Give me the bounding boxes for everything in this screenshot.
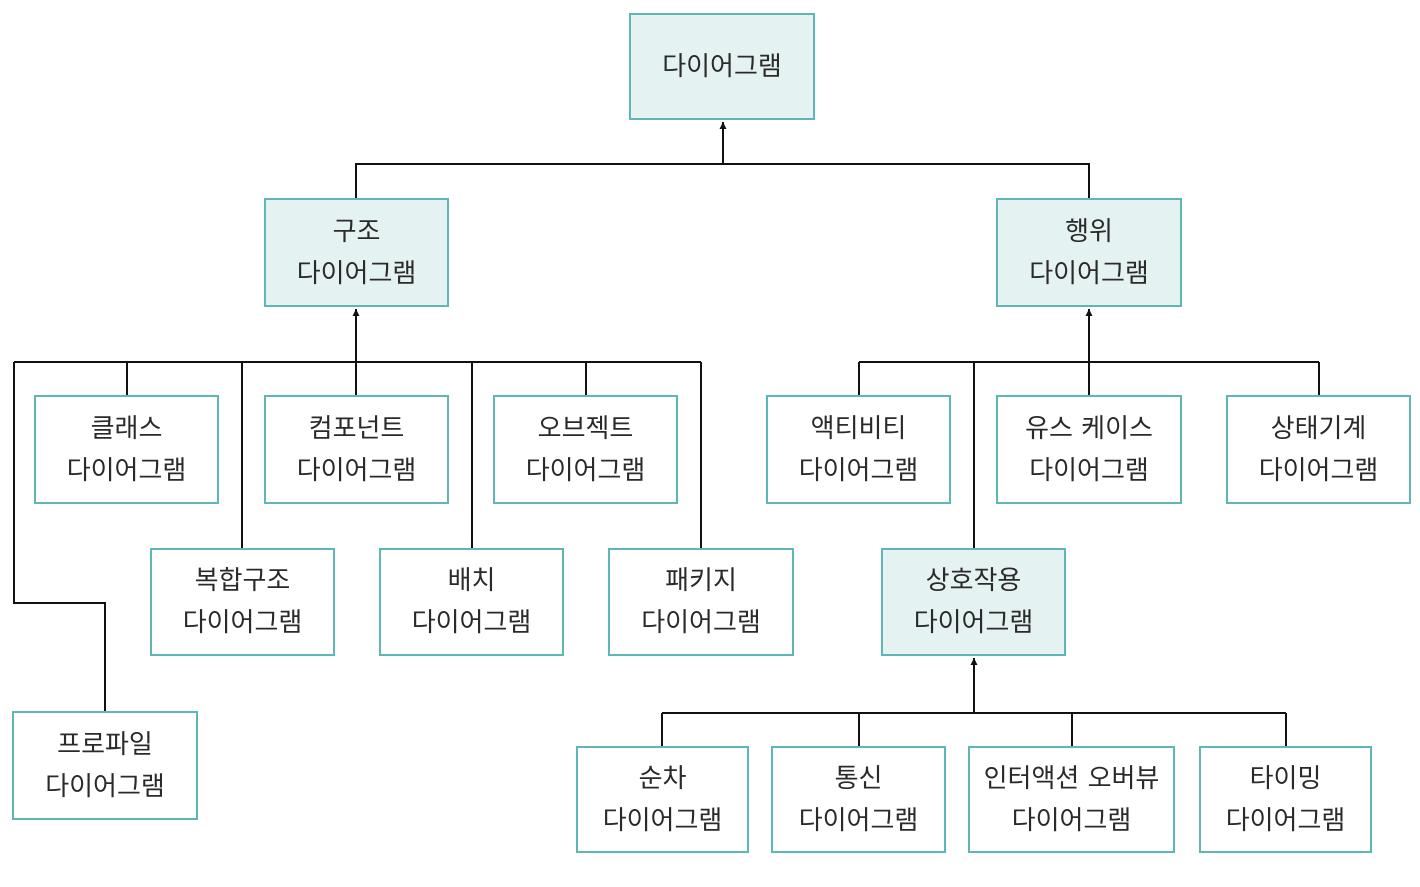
node-interaction-diagram: 상호작용 다이어그램 — [881, 548, 1066, 656]
node-interaction-overview-diagram: 인터액션 오버뷰 다이어그램 — [968, 746, 1175, 853]
node-structure-diagram: 구조 다이어그램 — [264, 198, 449, 307]
node-timing-diagram: 타이밍 다이어그램 — [1199, 746, 1372, 853]
node-label: 다이어그램 — [66, 455, 187, 486]
node-component-diagram: 컴포넌트 다이어그램 — [264, 395, 449, 504]
node-label: 통신 — [834, 763, 883, 794]
node-label: 다이어그램 — [1258, 455, 1379, 486]
node-use-case-diagram: 유스 케이스 다이어그램 — [996, 395, 1182, 504]
node-activity-diagram: 액티비티 다이어그램 — [766, 395, 951, 504]
root-link — [355, 163, 1090, 198]
node-label: 다이어그램 — [798, 805, 919, 836]
node-label: 다이어그램 — [798, 455, 919, 486]
node-label: 다이어그램 — [296, 455, 417, 486]
node-label: 다이어그램 — [1225, 805, 1346, 836]
node-label: 다이어그램 — [411, 608, 532, 638]
node-label: 다이어그램 — [182, 608, 303, 638]
node-label: 액티비티 — [810, 413, 907, 444]
node-label: 타이밍 — [1249, 763, 1322, 794]
node-state-machine-diagram: 상태기계 다이어그램 — [1226, 395, 1411, 504]
node-label: 다이어그램 — [1029, 258, 1149, 289]
node-package-diagram: 패키지 다이어그램 — [608, 548, 794, 656]
node-label: 행위 — [1065, 216, 1113, 247]
node-deployment-diagram: 배치 다이어그램 — [379, 548, 564, 656]
node-communication-diagram: 통신 다이어그램 — [771, 746, 946, 853]
node-sequence-diagram: 순차 다이어그램 — [576, 746, 749, 853]
node-diagram: 다이어그램 — [629, 13, 815, 120]
node-label: 배치 — [447, 566, 496, 596]
node-label: 다이어그램 — [641, 608, 761, 638]
node-label: 상호작용 — [925, 566, 1022, 596]
node-label: 다이어그램 — [662, 51, 782, 82]
node-label: 패키지 — [665, 566, 737, 596]
node-label: 프로파일 — [57, 729, 153, 760]
node-label: 다이어그램 — [602, 805, 723, 836]
node-label: 다이어그램 — [525, 455, 646, 486]
node-label: 오브젝트 — [537, 413, 634, 444]
node-label: 유스 케이스 — [1025, 413, 1153, 444]
node-label: 구조 — [332, 216, 381, 247]
node-composite-structure-diagram: 복합구조 다이어그램 — [150, 548, 335, 656]
node-label: 컴포넌트 — [308, 413, 405, 444]
node-profile-diagram: 프로파일 다이어그램 — [12, 711, 198, 820]
node-label: 상태기계 — [1270, 413, 1367, 444]
node-label: 클래스 — [90, 413, 163, 444]
node-behavior-diagram: 행위 다이어그램 — [996, 198, 1182, 307]
node-label: 다이어그램 — [913, 608, 1034, 638]
node-label: 다이어그램 — [1011, 805, 1132, 836]
node-label: 인터액션 오버뷰 — [983, 763, 1160, 794]
node-label: 다이어그램 — [296, 258, 417, 289]
node-label: 복합구조 — [194, 566, 291, 596]
node-label: 순차 — [638, 763, 687, 794]
node-class-diagram: 클래스 다이어그램 — [34, 395, 219, 504]
profile-link — [13, 362, 106, 711]
node-label: 다이어그램 — [1029, 455, 1149, 486]
node-label: 다이어그램 — [45, 771, 165, 802]
node-object-diagram: 오브젝트 다이어그램 — [493, 395, 678, 504]
